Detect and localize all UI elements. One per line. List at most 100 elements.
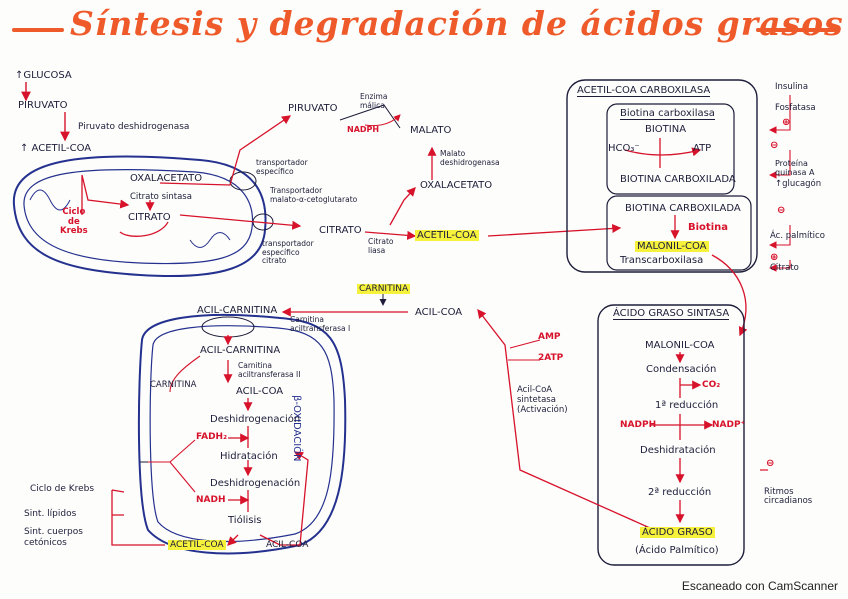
transporter-circle-1	[229, 171, 257, 191]
label-enzima-malica: Enzima málica	[360, 92, 388, 110]
title-dash-right	[756, 28, 836, 32]
arrow-citrato-oxal	[389, 187, 416, 226]
label-hidratacion: Hidratación	[220, 451, 278, 462]
label-citrato-2: CITRATO	[319, 225, 362, 236]
label-biotina-red: Biotina	[688, 222, 728, 233]
title-dash-left	[12, 28, 64, 32]
sintasa-step-3	[650, 414, 712, 440]
label-acil-carnitina-out: ACIL-CARNITINA	[197, 305, 278, 316]
label-acil-coa-sintetasa: Acil-CoA sintetasa (Activación)	[517, 385, 568, 415]
cofactor-arrows	[148, 439, 196, 493]
label-transportador-citrato: transportador específico citrato	[262, 239, 314, 265]
minus-quinasa: ⊖	[770, 140, 779, 151]
label-fosfatasa: Fosfatasa	[775, 103, 816, 113]
label-malato: MALATO	[410, 125, 452, 136]
carboxilasa-title: ACETIL-COA CARBOXILASA	[577, 85, 711, 97]
boxidation-loop	[259, 451, 309, 546]
reg-arrow-quinasa	[768, 150, 791, 179]
label-malato-dh: Malato deshidrogenasa	[440, 149, 500, 167]
label-biotina-carboxilada-2: BIOTINA CARBOXILADA	[625, 203, 741, 214]
transcarboxilasa-box	[606, 195, 752, 271]
label-reduccion-2: 2ª reducción	[648, 487, 712, 498]
label-oxalacetato-1: OXALACETATO	[130, 173, 203, 184]
label-transportador-malato: Transportador malato-α-cetoglutarato	[270, 186, 358, 204]
plus-fosfatasa: ⊕	[782, 117, 791, 128]
arrow-carnitina-out	[169, 355, 201, 393]
fate-cetonicos: Sint. cuerpos cetónicos	[24, 527, 83, 548]
biotina-carboxilasa-title: Biotina carboxilasa	[620, 108, 715, 120]
scanner-watermark: Escaneado con CamScanner	[681, 579, 838, 593]
arrow-tiolisis-acetil	[227, 534, 239, 546]
label-carnitina-in: CARNITINA	[150, 380, 197, 390]
label-glucosa: ↑GLUCOSA	[15, 70, 72, 81]
krebs-arrow	[81, 174, 128, 215]
boxidation-2	[228, 426, 248, 448]
label-nadp: NADP⁺	[712, 420, 746, 430]
label-malonil-1: MALONIL-COA	[635, 241, 709, 252]
label-nadph-2: NADPH	[620, 420, 657, 430]
label-reg-citrato: Citrato	[770, 263, 799, 273]
label-beta-oxidacion: β-OXIDACIÓN	[291, 395, 302, 462]
label-palmitico: (Ácido Palmítico)	[635, 545, 719, 556]
arrow-acetil-carboxilasa	[487, 223, 622, 237]
label-acil-coa-bottom: ACIL-COA	[266, 540, 309, 550]
label-hco3: HCO₃⁻	[608, 143, 640, 154]
label-acetil-coa-3: ACETIL-COA	[168, 540, 226, 550]
label-condensacion: Condensación	[646, 364, 717, 375]
label-biotina: BIOTINA	[645, 124, 687, 135]
amp-atp-arrows	[508, 339, 541, 361]
label-fadh2: FADH₂	[196, 432, 228, 442]
reg-arrow-palmitico	[768, 225, 791, 249]
label-acil-carnitina-in: ACIL-CARNITINA	[200, 345, 281, 356]
carnitine-transporter	[201, 316, 255, 338]
label-citrato-1: CITRATO	[128, 212, 171, 223]
label-acil-coa-in: ACIL-COA	[236, 386, 284, 397]
label-oxalacetato-2: OXALACETATO	[420, 180, 493, 191]
mitochondrion-2-outer	[137, 313, 347, 555]
label-acetil-coa-2: ACETIL-COA	[415, 230, 479, 241]
sintasa-title: ÁCIDO GRASO SINTASA	[613, 308, 730, 320]
label-krebs: Ciclo de Krebs	[60, 207, 88, 236]
label-citrato-sintasa: Citrato sintasa	[130, 192, 192, 202]
mitochondrion-1-inner	[23, 168, 254, 265]
label-carnitina-top: CARNITINA	[357, 284, 411, 294]
arrow-acido-acil	[477, 308, 651, 529]
label-malonil-2: MALONIL-COA	[645, 340, 715, 351]
label-acetil-coa-1: ↑ ACETIL-COA	[20, 143, 92, 154]
label-co2: CO₂	[702, 380, 721, 390]
arrow-malonil-sintasa	[711, 254, 748, 337]
page-title: Síntesis y degradación de ácidos grasos	[70, 4, 844, 43]
arrow-citrato-cycle	[119, 221, 169, 237]
label-cpt2: Carnitina aciltransferasa II	[238, 361, 301, 379]
label-nadh: NADH	[196, 495, 226, 505]
arrow-citrato-out	[179, 214, 302, 230]
label-reduccion-1: 1ª reducción	[655, 400, 719, 411]
sintasa-box	[597, 304, 745, 566]
biotina-carboxilasa-box	[606, 103, 735, 195]
minus-ritmos: ⊖	[766, 458, 775, 469]
fate-arrows	[111, 489, 165, 546]
label-piruvato: PIRUVATO	[18, 100, 68, 111]
biotina-reaction-arrow	[624, 138, 700, 168]
label-piruvato-2: PIRUVATO	[288, 103, 338, 114]
label-ritmos: Ritmos circadianos	[764, 487, 813, 506]
label-deshidrogenacion-2: Deshidrogenación	[210, 478, 301, 489]
arrow-citrato-acetil	[364, 230, 417, 240]
label-piruvato-dh: Piruvato deshidrogenasa	[78, 122, 190, 132]
label-acido-graso: ÁCIDO GRASO	[640, 527, 715, 538]
minus-palmitico: ⊖	[777, 205, 786, 216]
title-bar: Síntesis y degradación de ácidos grasos	[0, 4, 848, 48]
boxidation-4	[228, 490, 248, 512]
reg-arrow-citrato	[768, 260, 791, 272]
label-cpt1: Carnitina aciltransferasa I	[290, 315, 351, 333]
label-tiolisis: Tiólisis	[228, 515, 262, 526]
fate-lipidos: Sint. lípidos	[24, 509, 77, 519]
label-amp: AMP	[538, 332, 561, 342]
mitochondrion-2-inner	[149, 325, 335, 543]
label-ac-palmitico: Ác. palmítico	[770, 231, 825, 241]
label-2atp: 2ATP	[538, 353, 564, 363]
label-deshidratacion: Deshidratación	[640, 445, 716, 456]
label-atp-1: ATP	[693, 143, 712, 154]
plus-citrato: ⊕	[770, 252, 779, 263]
